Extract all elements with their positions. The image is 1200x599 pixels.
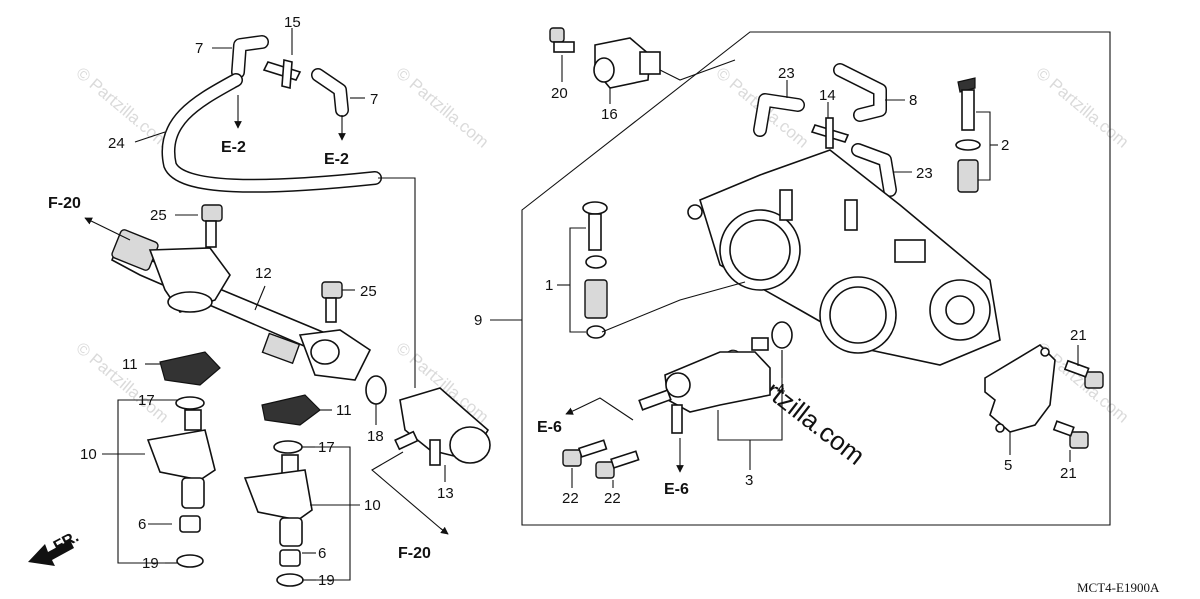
pressure-regulator xyxy=(394,387,491,466)
leader-e6a xyxy=(574,397,634,421)
callout-3: 3 xyxy=(745,472,753,489)
bolt-20 xyxy=(549,27,575,53)
o-ring-4 xyxy=(771,321,793,349)
callout-23: 23 xyxy=(916,165,933,182)
ref-f20: F-20 xyxy=(48,195,81,212)
callout-23: 23 xyxy=(778,65,795,82)
callout-20: 20 xyxy=(551,85,568,102)
callout-19: 19 xyxy=(142,555,159,572)
leader-1 xyxy=(601,281,746,333)
assembly-frame xyxy=(521,31,1111,526)
fuel-joint-3 xyxy=(638,337,771,434)
callout-8: 8 xyxy=(909,92,917,109)
clip-11b xyxy=(261,394,321,426)
clip-11a xyxy=(159,351,221,386)
bolt-22a xyxy=(562,439,608,467)
screw-1-set xyxy=(582,201,608,339)
callout-7: 7 xyxy=(370,91,378,108)
callout-19: 19 xyxy=(318,572,335,589)
callout-25: 25 xyxy=(150,207,167,224)
leader-f20 xyxy=(371,451,441,529)
callout-leaders xyxy=(102,28,1079,581)
callout-22: 22 xyxy=(604,490,621,507)
callout-4: 4 xyxy=(777,381,785,398)
bracket-2 xyxy=(976,111,991,181)
callout-17: 17 xyxy=(138,392,155,409)
ref-e2: E-2 xyxy=(324,151,349,168)
callout-7: 7 xyxy=(195,40,203,57)
bolt-25a xyxy=(201,204,223,248)
callout-10: 10 xyxy=(80,446,97,463)
watermark: © Partzilla.com xyxy=(1032,64,1132,152)
ref-e2: E-2 xyxy=(221,139,246,156)
callout-6: 6 xyxy=(318,545,326,562)
bolt-25b xyxy=(321,281,343,323)
fuel-rail xyxy=(110,229,372,381)
callout-25: 25 xyxy=(360,283,377,300)
injector-left xyxy=(146,396,216,568)
callout-6: 6 xyxy=(138,516,146,533)
leader-16 xyxy=(659,59,736,81)
callout-24: 24 xyxy=(108,135,125,152)
callout-21: 21 xyxy=(1060,465,1077,482)
drawing-code: MCT4-E1900A xyxy=(1077,580,1160,595)
callout-11: 11 xyxy=(336,402,352,419)
callout-15: 15 xyxy=(284,14,301,31)
callout-17: 17 xyxy=(318,439,335,456)
joint-14 xyxy=(810,117,850,149)
callout-11: 11 xyxy=(122,356,138,373)
bracket-1 xyxy=(569,227,586,333)
o-ring-18 xyxy=(365,375,387,405)
watermark: © Partzilla.com xyxy=(72,339,172,427)
throttle-body xyxy=(687,149,1001,366)
cover-plate-5 xyxy=(984,343,1056,433)
breather-hose-group xyxy=(161,35,416,388)
callout-13: 13 xyxy=(437,485,454,502)
callout-labels: 7 15 7 24 25 12 25 11 11 17 10 6 19 17 1… xyxy=(80,14,1087,589)
callout-18: 18 xyxy=(367,428,384,445)
front-direction-arrow xyxy=(28,540,74,566)
screw-2-set xyxy=(955,77,981,193)
ref-f20: F-20 xyxy=(398,545,431,562)
bracket-right xyxy=(306,446,351,581)
injector-right xyxy=(243,440,313,587)
callout-14: 14 xyxy=(819,87,836,104)
callout-21: 21 xyxy=(1070,327,1087,344)
callout-2: 2 xyxy=(1001,137,1009,154)
ref-e6: E-6 xyxy=(664,481,689,498)
bolt-22b xyxy=(595,450,640,479)
callout-16: 16 xyxy=(601,106,618,123)
callout-10: 10 xyxy=(364,497,381,514)
callout-1: 1 xyxy=(545,277,553,294)
callout-12: 12 xyxy=(255,265,272,282)
f20-arrow xyxy=(84,217,131,241)
sensor-16 xyxy=(593,37,661,89)
callout-9: 9 xyxy=(474,312,482,329)
bracket-left xyxy=(117,399,170,564)
callout-5: 5 xyxy=(1004,457,1012,474)
callout-22: 22 xyxy=(562,490,579,507)
watermark: © Partzilla.com xyxy=(392,64,492,152)
bolt-21b xyxy=(1052,420,1089,449)
reference-labels: E-2 E-2 F-20 F-20 E-6 E-6 xyxy=(48,139,689,562)
ref-e6: E-6 xyxy=(537,419,562,436)
